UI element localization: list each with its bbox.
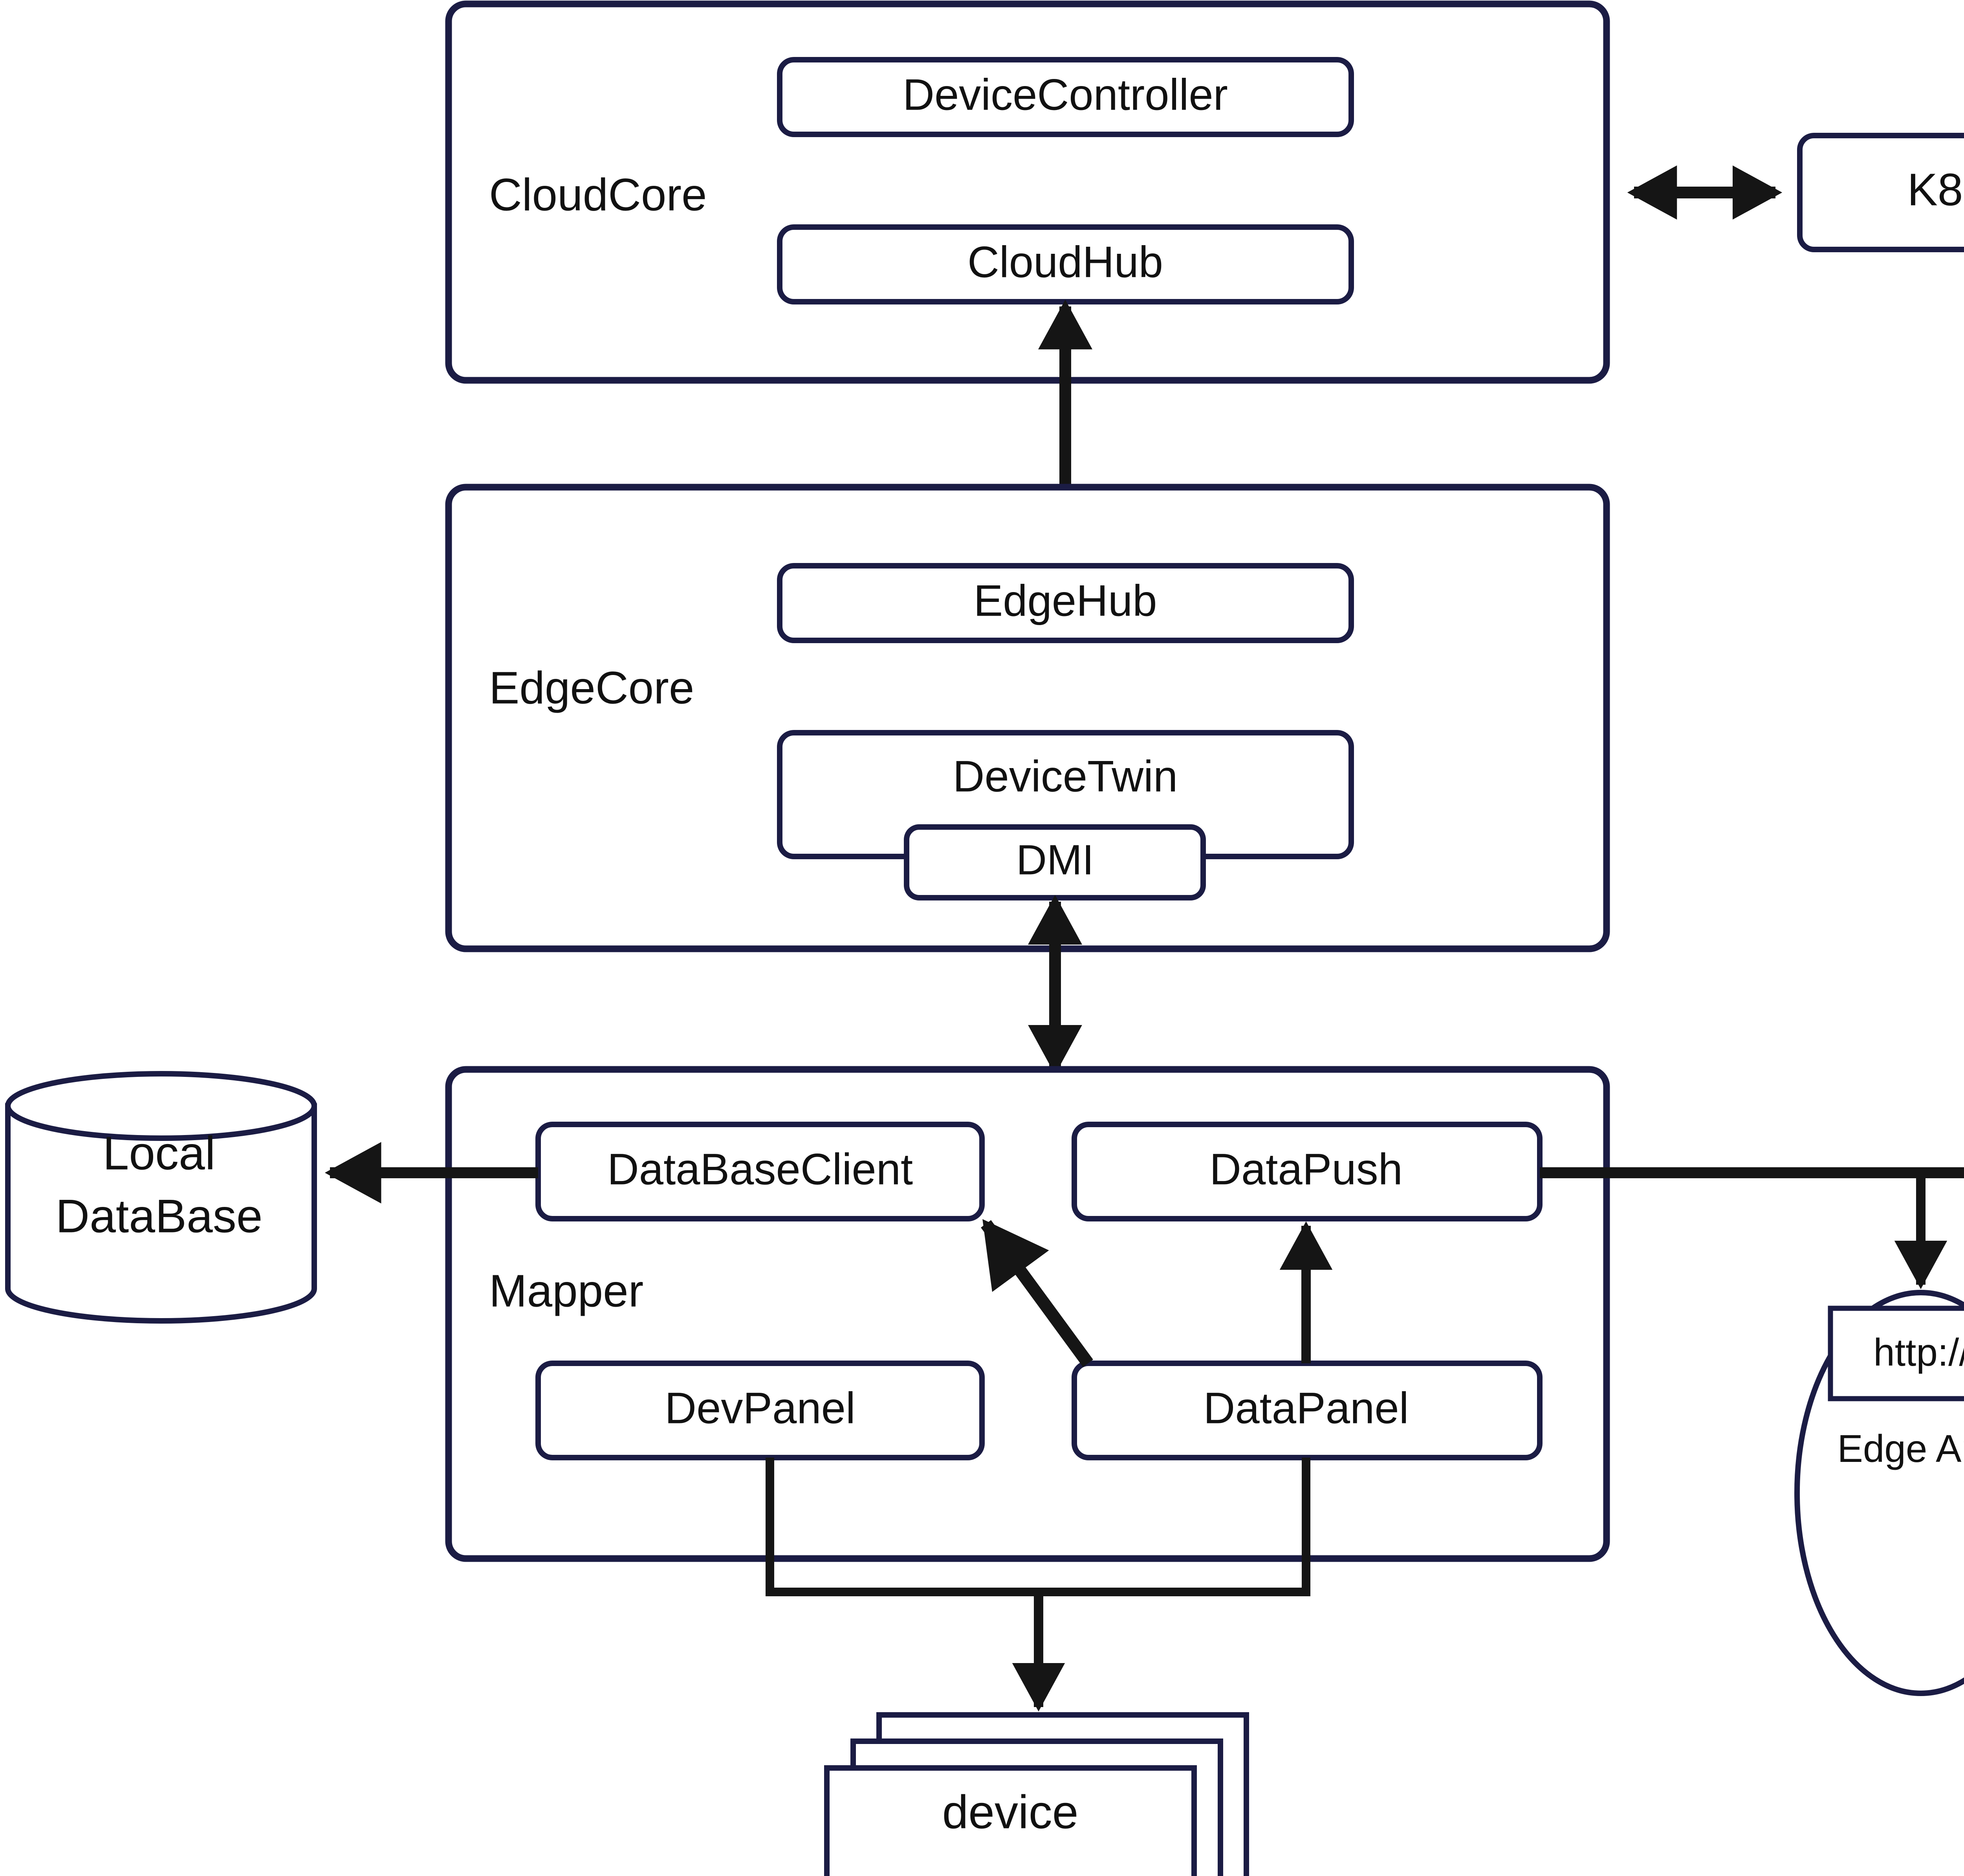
database-client-label: DataBaseClient [607, 1145, 913, 1194]
node-dev-panel[interactable]: DevPanel [535, 1361, 985, 1460]
cloudcore-label: CloudCore [489, 169, 707, 220]
data-panel-label: DataPanel [1203, 1384, 1409, 1433]
node-dmi[interactable]: DMI [904, 824, 1206, 900]
node-edge-hub[interactable]: EdgeHub [777, 563, 1354, 643]
edge-app-http-protocol-box [1828, 1306, 1964, 1401]
device-card-front[interactable] [824, 1765, 1197, 1876]
k8s-api-server-label: K8s API-Server [1907, 164, 1964, 215]
data-push-label: DataPush [1209, 1145, 1403, 1194]
local-database-body[interactable] [5, 1103, 317, 1324]
device-stack-label: device [942, 1786, 1079, 1839]
node-device-controller[interactable]: DeviceController [777, 57, 1354, 137]
edge-hub-label: EdgeHub [973, 576, 1157, 625]
edge-app-http-label: Edge App [1837, 1427, 1964, 1470]
device-controller-label: DeviceController [903, 70, 1228, 119]
edge-app-http-protocol-label: http:// [1873, 1331, 1964, 1374]
k8s-api-server-box[interactable] [1797, 133, 1964, 252]
local-database-label-line1: Local [103, 1127, 216, 1180]
node-edge-app-http[interactable]: http:// Edge App [1794, 1290, 1964, 1696]
device-twin-label: DeviceTwin [953, 752, 1178, 801]
local-database-label-line2: DataBase [56, 1190, 263, 1243]
edge-hub-box[interactable] [777, 563, 1354, 643]
node-data-push[interactable]: DataPush [1072, 1122, 1543, 1221]
device-controller-box[interactable] [777, 57, 1354, 137]
dmi-label: DMI [1016, 836, 1094, 884]
node-data-panel[interactable]: DataPanel [1072, 1361, 1543, 1460]
node-cloud-hub[interactable]: CloudHub [777, 224, 1354, 304]
node-local-database[interactable]: Local DataBase [5, 1071, 317, 1324]
cloud-hub-label: CloudHub [967, 238, 1163, 287]
node-k8s-api-server[interactable]: K8s API-Server [1797, 133, 1964, 252]
node-device-stack[interactable]: device [824, 1712, 1249, 1876]
dev-panel-box[interactable] [535, 1361, 985, 1460]
edge-datapanel-databaseclient [981, 1219, 1093, 1367]
mapper-label: Mapper [489, 1265, 643, 1317]
node-database-client[interactable]: DataBaseClient [535, 1122, 985, 1221]
edgecore-label: EdgeCore [489, 662, 694, 713]
dev-panel-label: DevPanel [665, 1384, 856, 1433]
local-database-top [5, 1071, 317, 1141]
